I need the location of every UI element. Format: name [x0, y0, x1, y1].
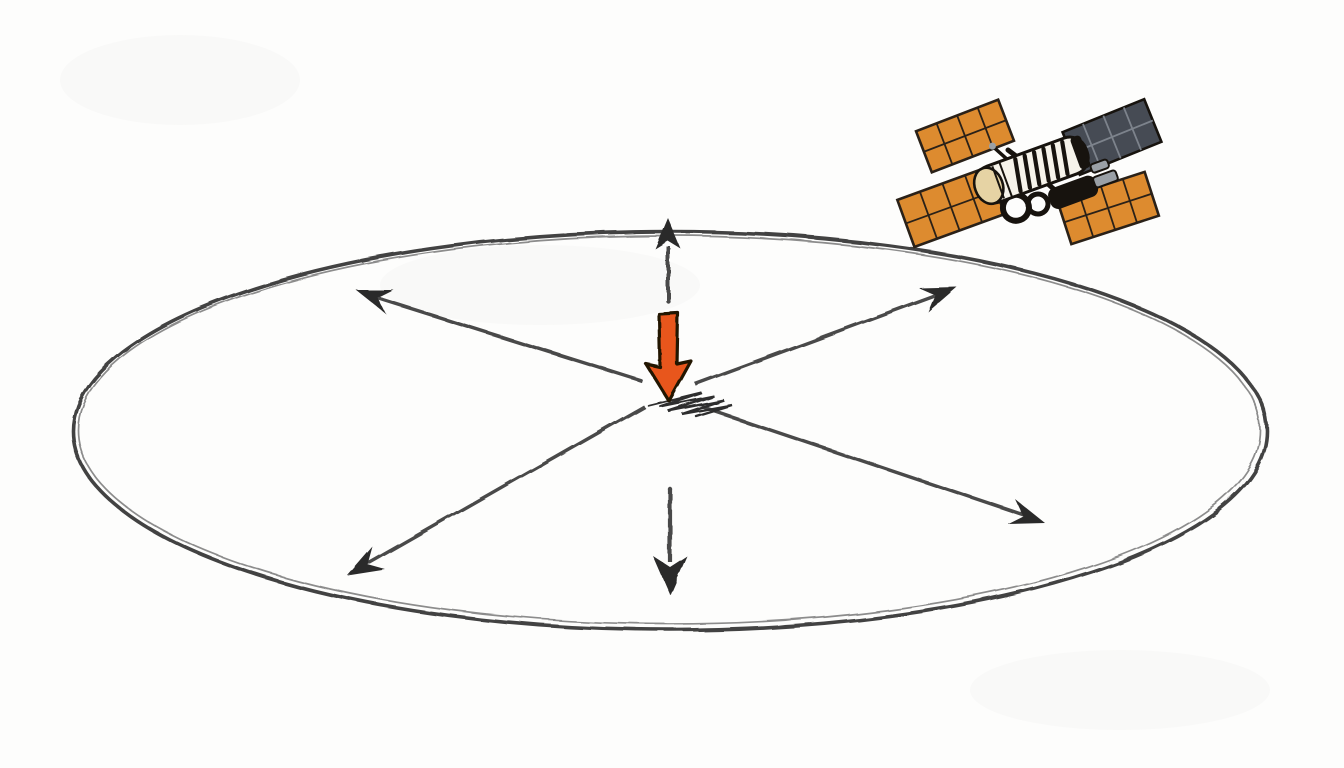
equipment-cylinder	[1092, 169, 1119, 189]
thruster-ring	[1025, 191, 1051, 217]
equipment-block	[1048, 175, 1099, 209]
solar-panel-grid	[923, 107, 1007, 165]
arrow-upper-left-shaft	[367, 293, 643, 383]
antenna-mast	[992, 146, 1008, 161]
body-hatch-stripes	[1013, 139, 1070, 194]
solar-panel-top-left	[914, 98, 1016, 174]
nose-ring	[991, 165, 1005, 199]
nose-ring	[998, 162, 1013, 197]
radial-arrow-lower-left	[348, 404, 645, 576]
radial-arrow-down	[653, 486, 687, 595]
equipment-cylinder	[1089, 158, 1110, 174]
radial-arrow-up	[655, 218, 681, 304]
arrow-lower-left-shaft	[359, 404, 645, 570]
antenna-tip	[988, 142, 996, 150]
satellite-thruster-cluster	[999, 158, 1119, 224]
arrow-upper-left-head-icon	[356, 290, 394, 314]
arrow-lower-left-head-icon	[348, 547, 386, 576]
solar-panel-grid	[905, 174, 997, 240]
arrow-lower-right-shaft	[701, 405, 1033, 520]
satellite-body	[972, 135, 1119, 224]
arrow-up-head-icon	[655, 218, 681, 249]
arrow-down-dot	[667, 486, 673, 492]
radial-arrow-upper-right	[694, 287, 957, 386]
paper-smudge	[970, 650, 1270, 730]
center-shadow-scribble	[647, 391, 733, 418]
arrow-upper-right-head-icon	[919, 287, 957, 312]
radial-arrow-upper-left	[356, 290, 643, 383]
center-down-arrow	[644, 311, 693, 403]
body-end-cap	[1070, 135, 1091, 170]
radial-arrow-lower-right	[701, 405, 1046, 525]
paper-smudge	[60, 35, 300, 125]
arrow-lower-right-head-icon	[1008, 500, 1046, 525]
satellite-illustration	[895, 97, 1164, 249]
arrow-up-dot	[665, 298, 671, 304]
arrow-down-head-icon	[653, 556, 687, 595]
arrow-upper-right-shaft	[694, 290, 945, 386]
